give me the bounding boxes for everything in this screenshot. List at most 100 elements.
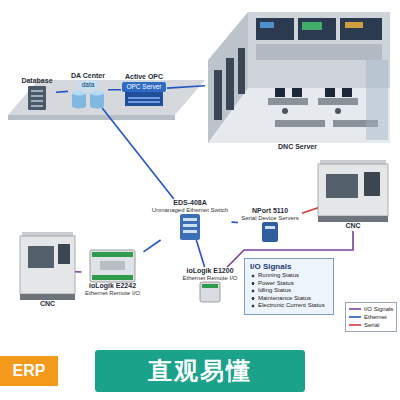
server-rack bbox=[226, 58, 234, 110]
node-label: Active OPC bbox=[121, 73, 167, 81]
monitor bbox=[275, 88, 285, 97]
data-cylinder bbox=[72, 91, 86, 96]
cnc-control-panel bbox=[58, 244, 70, 264]
node-text: Serial Device Servers bbox=[238, 215, 302, 222]
data-cylinder bbox=[90, 104, 104, 109]
connector bbox=[75, 271, 82, 273]
legend-line bbox=[349, 308, 361, 310]
operator bbox=[335, 108, 341, 114]
terminal-strip bbox=[92, 275, 133, 280]
connectors bbox=[56, 86, 353, 272]
legend-line-sample bbox=[349, 322, 361, 328]
monitor bbox=[325, 88, 335, 97]
ethernet-switch: EDS-408AUnmanaged Ethernet Switch bbox=[149, 199, 232, 240]
opc-server-slot bbox=[128, 101, 160, 103]
disk-slot bbox=[31, 100, 43, 102]
cnc-machine: CNC bbox=[318, 160, 388, 231]
connector bbox=[302, 208, 318, 214]
server-rack bbox=[214, 70, 222, 120]
disk-slot bbox=[31, 90, 43, 92]
terminal-strip bbox=[202, 284, 218, 288]
remote-io: ioLogik E2242Ethernet Remote I/O bbox=[82, 250, 144, 297]
dnc-server-room: DNC Server bbox=[205, 8, 390, 152]
legend-label: Ethernet bbox=[364, 314, 387, 320]
connector bbox=[196, 240, 204, 267]
node-text: Maintenance Status bbox=[250, 295, 327, 303]
legend-label: Serial bbox=[364, 322, 379, 328]
switch-body bbox=[180, 214, 200, 240]
switch-ports bbox=[183, 224, 197, 227]
connector bbox=[102, 108, 174, 199]
opc-server: Active OPCOPC Server bbox=[121, 73, 167, 106]
cnc-body bbox=[318, 164, 388, 216]
server-rack bbox=[238, 48, 245, 94]
node-text: OPC Server bbox=[122, 82, 165, 91]
disk-slot bbox=[31, 95, 43, 97]
desk bbox=[268, 98, 308, 105]
monitor bbox=[292, 88, 302, 97]
cnc-body bbox=[20, 236, 75, 294]
disk-slot bbox=[31, 105, 43, 107]
legend-line bbox=[349, 316, 361, 318]
switch-ports bbox=[183, 230, 197, 233]
legend-label: I/O Signals bbox=[364, 306, 393, 312]
slogan-band: 直观易懂 bbox=[95, 350, 305, 392]
legend-row: I/O Signals bbox=[349, 305, 393, 313]
node-label: I/O Signals bbox=[250, 262, 327, 272]
connector bbox=[167, 86, 205, 88]
node-label: EDS-408A bbox=[149, 199, 232, 207]
legend: I/O SignalsEthernetSerial bbox=[345, 302, 397, 332]
node-label: ERP bbox=[11, 362, 48, 380]
io-signals-box: I/O SignalsRunning StatusPower StatusIdl… bbox=[244, 258, 334, 315]
legend-line bbox=[349, 324, 361, 326]
node-label: CNC bbox=[20, 300, 75, 308]
legend-row: Ethernet bbox=[349, 313, 393, 321]
remote-io-panel bbox=[100, 261, 125, 270]
erp-band: ERP bbox=[0, 356, 58, 386]
screen-content bbox=[345, 22, 363, 28]
switch-ports bbox=[183, 218, 197, 221]
glass-partition bbox=[366, 60, 388, 140]
node-label: ioLogik E1200 bbox=[179, 267, 241, 275]
serial-device-server: NPort 5110Serial Device Servers bbox=[238, 207, 302, 242]
node-label: Database bbox=[18, 77, 56, 85]
video-wall-screen bbox=[256, 18, 294, 40]
legend-line-sample bbox=[349, 314, 361, 320]
remote-io: ioLogik E1200Ethernet Remote I/O bbox=[179, 267, 241, 302]
platform bbox=[8, 80, 205, 115]
screen-content bbox=[260, 22, 274, 28]
opc-server-body bbox=[125, 92, 163, 106]
cnc-window bbox=[28, 246, 54, 268]
node-text: data bbox=[78, 81, 99, 88]
remote-io-body bbox=[90, 250, 135, 282]
desk bbox=[275, 120, 325, 127]
data-center: DA Centerdata bbox=[68, 72, 108, 108]
node-text: Ethernet Remote I/O bbox=[179, 275, 241, 282]
node-label: DNC Server bbox=[205, 143, 390, 151]
node-label: 直观易懂 bbox=[146, 357, 254, 385]
serial-port bbox=[265, 226, 275, 229]
node-label: NPort 5110 bbox=[238, 207, 302, 215]
connector bbox=[232, 221, 239, 223]
screen-row bbox=[256, 44, 382, 60]
video-wall-screen bbox=[298, 18, 336, 40]
connector bbox=[108, 89, 121, 91]
cnc-base bbox=[318, 216, 388, 222]
node-text: Electronic Current Status bbox=[250, 302, 327, 310]
serial-server-body bbox=[262, 222, 278, 242]
opc-server-slot bbox=[128, 97, 160, 99]
node-label: ioLogik E2242 bbox=[82, 282, 144, 290]
node-label: CNC bbox=[318, 222, 388, 230]
desk bbox=[318, 98, 358, 105]
connector bbox=[56, 91, 68, 93]
database: Database bbox=[18, 77, 56, 110]
node-label: DA Center bbox=[68, 72, 108, 80]
node-text: Idling Status bbox=[250, 287, 327, 295]
data-cylinder bbox=[90, 91, 104, 96]
cnc-control-panel bbox=[364, 172, 380, 196]
legend-row: Serial bbox=[349, 321, 393, 329]
data-cylinder bbox=[72, 104, 86, 109]
terminal-strip bbox=[92, 252, 133, 257]
operator bbox=[282, 108, 288, 114]
